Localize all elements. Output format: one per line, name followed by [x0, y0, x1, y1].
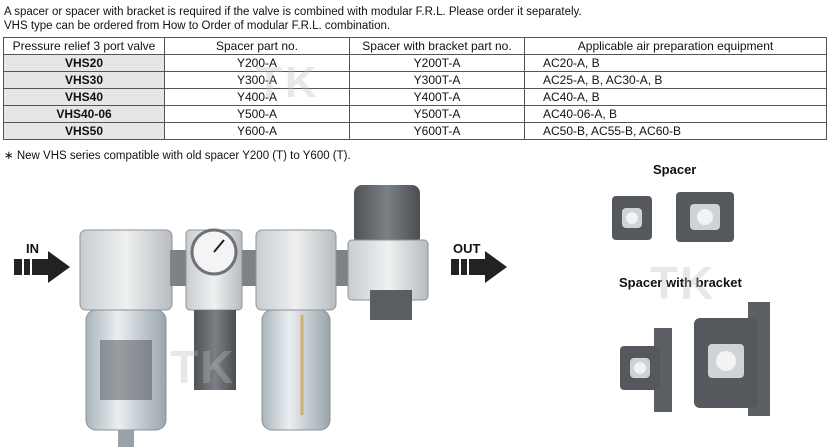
model-cell: VHS50: [3, 122, 165, 140]
diagram-watermark: TK: [170, 341, 236, 393]
bracket-watermark: TK: [650, 257, 716, 309]
model-cell: VHS20: [3, 54, 165, 72]
in-label: IN: [26, 241, 39, 256]
equipment-cell: AC20-A, B: [524, 54, 827, 72]
table-row: VHS50 Y600-A Y600T-A AC50-B, AC55-B, AC6…: [3, 122, 827, 140]
model-cell: VHS40: [3, 88, 165, 106]
bracket-cell: Y200T-A: [349, 54, 525, 72]
out-arrow-icon: [451, 251, 507, 283]
spacer-bracket-illustration: [620, 302, 770, 416]
equipment-cell: AC40-06-A, B: [524, 105, 827, 123]
model-cell: VHS40-06: [3, 105, 165, 123]
bracket-title: Spacer with bracket: [619, 275, 742, 290]
table-watermark: TK: [256, 58, 319, 107]
header-valve: Pressure relief 3 port valve: [3, 37, 165, 55]
bracket-cell: Y300T-A: [349, 71, 525, 89]
equipment-cell: AC50-B, AC55-B, AC60-B: [524, 122, 827, 140]
footnote: ∗ New VHS series compatible with old spa…: [4, 150, 351, 162]
header-equipment: Applicable air preparation equipment: [524, 37, 827, 55]
spacer-illustration: [612, 192, 734, 242]
spacer-cell: Y500-A: [164, 105, 350, 123]
bracket-cell: Y400T-A: [349, 88, 525, 106]
bracket-cell: Y600T-A: [349, 122, 525, 140]
in-arrow-icon: [14, 251, 70, 283]
table-header-row: Pressure relief 3 port valve Spacer part…: [3, 37, 827, 55]
table-row: VHS40-06 Y500-A Y500T-A AC40-06-A, B: [3, 105, 827, 123]
equipment-cell: AC25-A, B, AC30-A, B: [524, 71, 827, 89]
table-row: VHS20 Y200-A Y200T-A AC20-A, B: [3, 54, 827, 72]
model-cell: VHS30: [3, 71, 165, 89]
note-line-2: VHS type can be ordered from How to Orde…: [4, 20, 391, 32]
table-row: VHS40 Y400-A Y400T-A AC40-A, B: [3, 88, 827, 106]
out-label: OUT: [453, 241, 481, 256]
spacer-table: Pressure relief 3 port valve Spacer part…: [3, 37, 827, 140]
bracket-cell: Y500T-A: [349, 105, 525, 123]
frl-unit-illustration: [79, 185, 429, 447]
header-bracket: Spacer with bracket part no.: [349, 37, 525, 55]
spacer-title: Spacer: [653, 162, 697, 177]
header-spacer: Spacer part no.: [164, 37, 350, 55]
table-row: VHS30 Y300-A Y300T-A AC25-A, B, AC30-A, …: [3, 71, 827, 89]
equipment-cell: AC40-A, B: [524, 88, 827, 106]
note-line-1: A spacer or spacer with bracket is requi…: [4, 6, 582, 18]
spacer-cell: Y600-A: [164, 122, 350, 140]
